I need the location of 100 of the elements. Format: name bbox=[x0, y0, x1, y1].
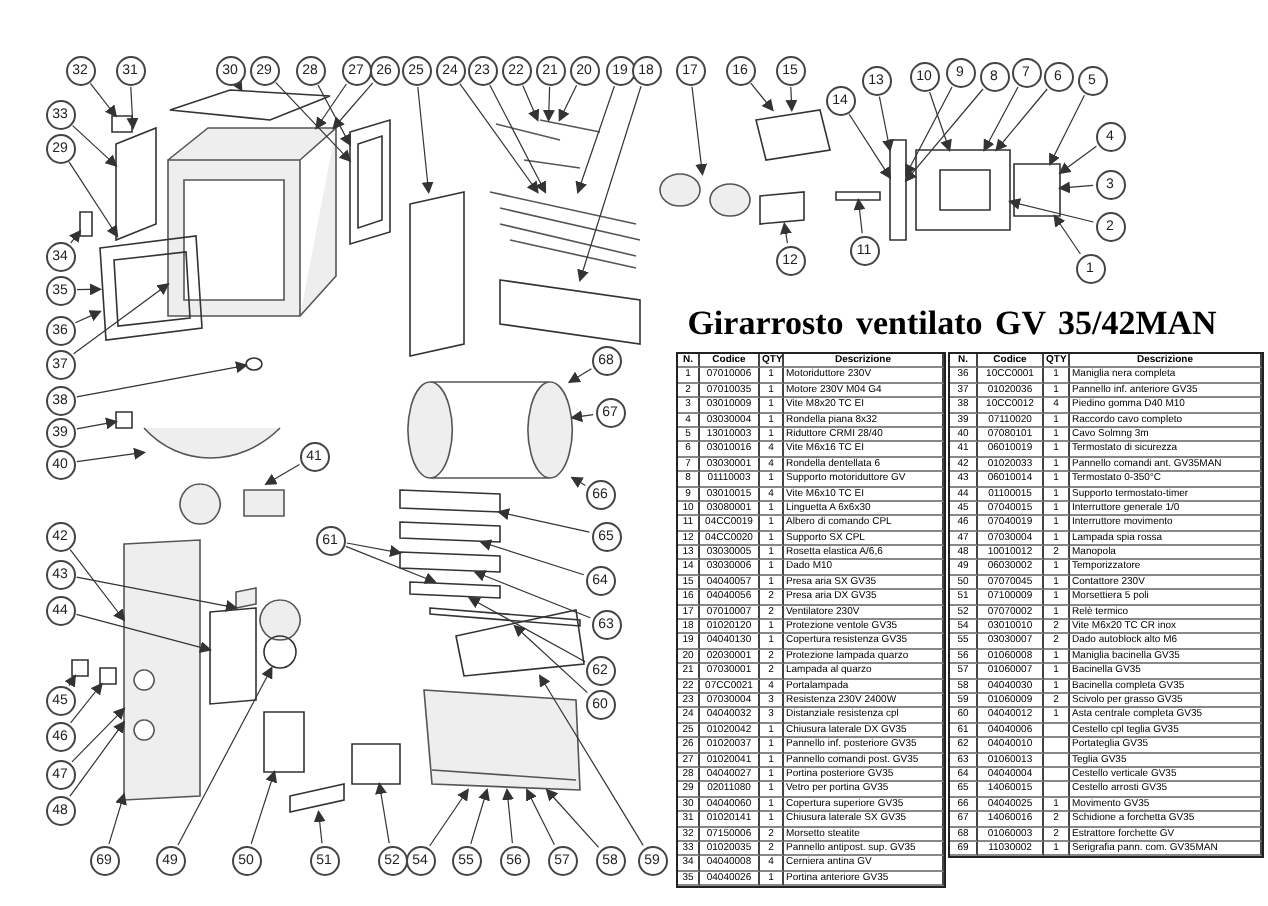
fan-guard-drawing bbox=[499, 279, 641, 345]
quartz-lamp-drawing bbox=[495, 119, 601, 169]
title: Girarrosto ventilato GV 35/42MAN bbox=[685, 304, 1219, 344]
tray-holder-drawing bbox=[409, 581, 501, 599]
leader-line bbox=[1058, 181, 1094, 194]
leader-line bbox=[231, 78, 243, 92]
leader-line bbox=[313, 810, 326, 844]
heating-element-drawing bbox=[489, 191, 641, 269]
leader-line bbox=[848, 113, 892, 180]
top-cover-drawing bbox=[169, 89, 331, 121]
leader-line bbox=[76, 447, 146, 463]
leader-line bbox=[878, 96, 894, 152]
leader-line bbox=[76, 361, 248, 398]
leader-line bbox=[567, 368, 592, 384]
thermostat-drawing bbox=[179, 483, 285, 525]
leader-line bbox=[73, 283, 170, 355]
leader-line bbox=[542, 86, 555, 122]
leader-line bbox=[108, 792, 127, 845]
leader-line bbox=[467, 597, 586, 663]
leader-line bbox=[1053, 214, 1081, 255]
leader-line bbox=[317, 84, 351, 147]
power-cable-drawing bbox=[143, 427, 281, 459]
leader-line bbox=[459, 83, 539, 194]
switch-drawing bbox=[71, 659, 89, 677]
leader-line bbox=[332, 82, 374, 130]
side-closing-panel-drawing bbox=[409, 191, 465, 357]
switch-drawing bbox=[99, 667, 117, 685]
leader-line bbox=[345, 545, 437, 584]
leader-line bbox=[904, 88, 984, 183]
leader-line bbox=[570, 476, 586, 488]
leader-line bbox=[69, 229, 82, 244]
spit-rod-drawing bbox=[429, 607, 581, 627]
motor-drawing bbox=[915, 149, 1011, 231]
cable-gland-drawing bbox=[115, 411, 133, 429]
leader-line bbox=[69, 720, 126, 797]
leader-line bbox=[70, 682, 103, 724]
leader-line bbox=[691, 86, 708, 176]
leader-line bbox=[76, 576, 238, 612]
leader-line bbox=[417, 86, 434, 194]
leader-line bbox=[250, 770, 278, 845]
leader-line bbox=[853, 198, 866, 234]
leader-line bbox=[264, 464, 300, 485]
timer-drawing bbox=[263, 635, 297, 669]
leader-line bbox=[89, 82, 118, 118]
leader-line bbox=[497, 508, 590, 533]
contactor-drawing bbox=[263, 711, 305, 773]
leader-line bbox=[780, 222, 792, 244]
leader-line bbox=[575, 85, 615, 194]
leader-line bbox=[275, 81, 352, 163]
leader-line bbox=[177, 666, 273, 846]
leader-line bbox=[905, 86, 953, 177]
leader-line bbox=[545, 788, 600, 848]
leader-line bbox=[558, 84, 578, 122]
leader-line bbox=[75, 613, 212, 654]
leader-line bbox=[502, 788, 514, 844]
thermostat-knob-drawing bbox=[235, 587, 301, 641]
leader-line bbox=[489, 84, 547, 194]
leader-line bbox=[1049, 94, 1085, 166]
leader-line bbox=[76, 417, 118, 430]
leader-line bbox=[513, 624, 588, 694]
oven-cabinet-drawing bbox=[167, 127, 339, 317]
leader-line bbox=[346, 542, 402, 557]
leader-line bbox=[315, 83, 347, 130]
hinge-drawing bbox=[79, 211, 93, 237]
control-panel-drawing bbox=[123, 539, 201, 801]
vertical-basket-drawing bbox=[399, 521, 501, 543]
leader-line bbox=[750, 82, 774, 112]
shaft-support-drawing bbox=[759, 191, 805, 225]
leader-line bbox=[479, 539, 585, 576]
leader-line bbox=[68, 161, 119, 238]
side-panel-drawing bbox=[115, 126, 157, 242]
leader-line bbox=[71, 707, 126, 763]
leader-line bbox=[577, 85, 642, 282]
baking-tray-drawing bbox=[399, 551, 501, 573]
leader-line bbox=[76, 283, 102, 296]
drip-tray-drawing bbox=[423, 689, 581, 791]
gearbox-drawing bbox=[1013, 163, 1061, 217]
terminal-clamp-drawing bbox=[111, 115, 133, 133]
leader-line bbox=[1058, 145, 1097, 175]
leader-line bbox=[64, 674, 77, 688]
leader-line bbox=[74, 310, 102, 324]
leader-line bbox=[538, 674, 644, 846]
leader-line bbox=[375, 782, 390, 844]
leader-line bbox=[995, 88, 1048, 152]
leader-line bbox=[929, 91, 952, 152]
terminal-block-drawing bbox=[289, 783, 345, 813]
foot-drawing bbox=[245, 357, 263, 371]
rear-door-drawing bbox=[349, 118, 391, 246]
leader-line bbox=[470, 788, 490, 845]
leader-line bbox=[1008, 198, 1094, 223]
rotisserie-drum-drawing bbox=[407, 381, 573, 479]
leader-line bbox=[526, 788, 555, 846]
mounting-bracket-drawing bbox=[209, 607, 257, 705]
grease-chute-drawing bbox=[455, 609, 585, 677]
fan-drawing bbox=[659, 173, 751, 217]
front-door-drawing bbox=[99, 235, 203, 341]
relay-drawing bbox=[351, 743, 401, 785]
leader-line bbox=[126, 86, 139, 130]
leader-line bbox=[429, 788, 469, 847]
leader-line bbox=[69, 549, 126, 622]
